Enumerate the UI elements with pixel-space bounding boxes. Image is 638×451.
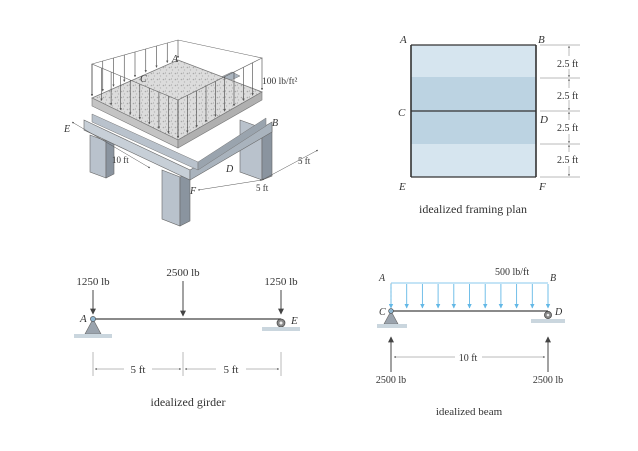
beam-reaction-right: 2500 lb: [533, 375, 563, 386]
plan-dim-2: 2.5 ft: [557, 91, 578, 102]
dim-line-right: [261, 149, 319, 181]
beam-label-c: C: [379, 307, 386, 318]
girder-ground-right: [262, 327, 300, 331]
beam-distributed-load-arrows: [388, 284, 551, 309]
idealized-girder: 1250 lb 2500 lb 1250 lb A E 5 ft 5 ft id…: [74, 267, 300, 409]
plan-label-d: D: [539, 114, 548, 126]
plan-dim-3: 2.5 ft: [557, 123, 578, 134]
isometric-structure: A B C D E F 100 lb/ft² 10 ft 5 ft 5 ft: [63, 39, 319, 227]
plan-label-f: F: [538, 181, 546, 193]
iso-load-label: 100 lb/ft²: [262, 76, 297, 87]
plan-strip-3: [411, 111, 536, 144]
girder-load-left: 1250 lb: [76, 276, 110, 288]
iso-dim-right: 5 ft: [298, 156, 311, 166]
iso-label-c: C: [140, 74, 147, 85]
plan-dimension-lines: [540, 44, 580, 178]
roller-icon: [276, 318, 286, 328]
beam-reaction-left: 2500 lb: [376, 375, 406, 386]
beam-span-dim: 10 ft: [459, 353, 478, 364]
beam-label-a: A: [378, 273, 386, 284]
beam-label-d: D: [554, 307, 563, 318]
girder-load-right: 1250 lb: [264, 276, 298, 288]
plan-strip-2: [411, 77, 536, 111]
plan-caption: idealized framing plan: [419, 202, 527, 216]
iso-label-f: F: [189, 186, 197, 197]
iso-dim-left: 10 ft: [112, 155, 129, 165]
beam-ground-left: [377, 324, 407, 328]
iso-dim-front: 5 ft: [256, 183, 269, 193]
plan-label-c: C: [398, 107, 406, 119]
beam-caption: idealized beam: [436, 406, 503, 418]
girder-load-middle: 2500 lb: [166, 267, 200, 279]
plan-dim-4: 2.5 ft: [557, 155, 578, 166]
girder-dim-1: 5 ft: [131, 364, 146, 376]
girder-ground-left: [74, 334, 112, 338]
beam-load-label: 500 lb/ft: [495, 267, 529, 278]
iso-label-d: D: [225, 164, 234, 175]
idealized-beam: A B C D 500 lb/ft 2500 lb 2500 lb 10 ft …: [376, 267, 565, 418]
iso-label-b: B: [272, 118, 278, 129]
girder-dimension-lines: [92, 352, 282, 376]
plan-label-e: E: [398, 181, 406, 193]
plan-strip-4: [411, 144, 536, 177]
beam-label-b: B: [550, 273, 556, 284]
iso-label-e: E: [63, 124, 70, 135]
plan-dim-1: 2.5 ft: [557, 59, 578, 70]
framing-plan: 2.5 ft 2.5 ft 2.5 ft 2.5 ft A B C D E F …: [398, 34, 580, 216]
roller-icon: [544, 311, 552, 319]
girder-caption: idealized girder: [151, 395, 226, 409]
plan-label-b: B: [538, 34, 545, 46]
plan-label-a: A: [399, 34, 407, 46]
dim-line-left: [71, 121, 151, 169]
load-envelope: [91, 39, 263, 101]
girder-label-a: A: [79, 313, 87, 325]
distributed-load-arrows: [90, 40, 264, 139]
girder-label-e: E: [290, 315, 298, 327]
iso-label-a: A: [171, 54, 179, 65]
girder-dim-2: 5 ft: [224, 364, 239, 376]
plan-strip-1: [411, 45, 536, 77]
column-f: [161, 169, 191, 227]
beam-ground-right: [531, 319, 565, 323]
floor-slab: [91, 59, 263, 149]
dim-line-front: [197, 179, 263, 191]
